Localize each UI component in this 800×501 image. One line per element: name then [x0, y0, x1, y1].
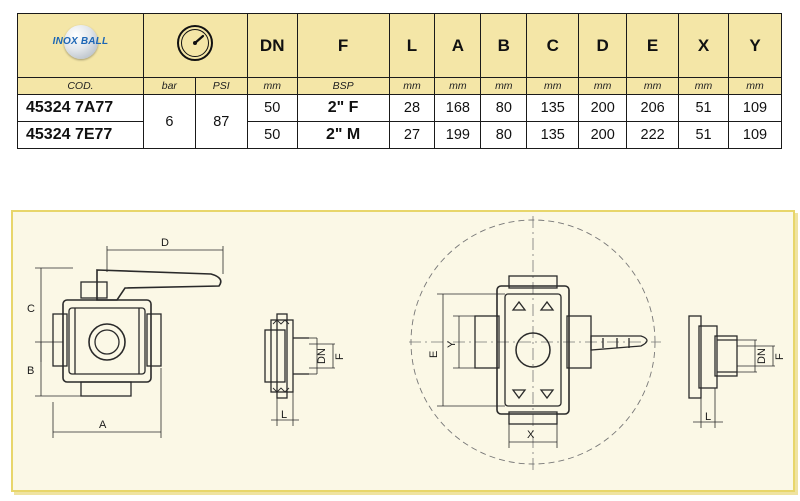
- dim-label-d: D: [161, 237, 169, 249]
- x-cell: 51: [678, 94, 729, 122]
- header-a: A: [434, 13, 482, 78]
- technical-drawing: D C B A L DN F E Y X L DN F: [27, 216, 786, 474]
- y-cell: 109: [727, 121, 783, 149]
- pressure-gauge-icon: [177, 25, 214, 61]
- d-cell: 200: [578, 94, 628, 122]
- l-cell: 27: [388, 121, 436, 149]
- dim-label-e: E: [428, 351, 440, 358]
- unit-dn: mm: [246, 77, 298, 95]
- pressure-header: [142, 13, 248, 78]
- unit-b: mm: [480, 77, 528, 95]
- unit-f: BSP: [296, 77, 390, 95]
- y-cell: 109: [727, 94, 783, 122]
- table-row: 45324 7E77 50 2" M 27 199 80 135 200 222…: [17, 121, 783, 149]
- spec-table: INOX BALL DN F L A B C D E X Y COD. bar …: [17, 13, 783, 149]
- x-cell: 51: [678, 121, 729, 149]
- dim-label-f2: F: [774, 353, 786, 360]
- header-row: INOX BALL DN F L A B C D E X Y: [17, 13, 783, 78]
- code-cell: 45324 7A77: [17, 94, 144, 122]
- dim-label-x: X: [527, 429, 535, 441]
- c-cell: 135: [526, 121, 580, 149]
- header-d: D: [578, 13, 628, 78]
- header-y: Y: [727, 13, 783, 78]
- technical-drawing-panel: D C B A L DN F E Y X L DN F: [11, 210, 795, 492]
- header-c: C: [526, 13, 580, 78]
- unit-cod: COD.: [17, 77, 144, 95]
- ball-icon: [64, 25, 99, 59]
- dim-label-dn2: DN: [756, 348, 768, 364]
- f-cell: 2" F: [296, 94, 390, 122]
- a-cell: 199: [434, 121, 482, 149]
- inox-ball-logo: INOX BALL: [40, 23, 120, 63]
- unit-c: mm: [526, 77, 580, 95]
- units-row: COD. bar PSI mm BSP mm mm mm mm mm mm mm…: [17, 77, 783, 95]
- code-cell: 45324 7E77: [17, 121, 144, 149]
- a-cell: 168: [434, 94, 482, 122]
- dim-label-a: A: [99, 419, 107, 431]
- header-l: L: [388, 13, 436, 78]
- unit-bar: bar: [142, 77, 196, 95]
- logo-cell: INOX BALL: [17, 13, 144, 78]
- header-b: B: [480, 13, 528, 78]
- valve-top-view: [474, 275, 648, 425]
- female-connector-view: [264, 313, 309, 399]
- unit-x: mm: [678, 77, 729, 95]
- male-connector-view: [688, 315, 738, 399]
- valve-front-view: [52, 269, 222, 397]
- unit-y: mm: [727, 77, 783, 95]
- dim-label-c: C: [27, 303, 35, 315]
- e-cell: 222: [626, 121, 680, 149]
- l-cell: 28: [388, 94, 436, 122]
- b-cell: 80: [480, 94, 528, 122]
- f-cell: 2" M: [296, 121, 390, 149]
- header-x: X: [678, 13, 729, 78]
- unit-psi: PSI: [194, 77, 248, 95]
- header-f: F: [296, 13, 390, 78]
- table-row: 45324 7A77 6 87 50 2" F 28 168 80 135 20…: [17, 94, 783, 149]
- header-dn: DN: [246, 13, 298, 78]
- unit-l: mm: [388, 77, 436, 95]
- dim-label-l2: L: [705, 411, 711, 423]
- unit-a: mm: [434, 77, 482, 95]
- dn-cell: 50: [246, 94, 298, 122]
- bar-cell: 6: [142, 94, 196, 149]
- dim-label-f1: F: [334, 353, 346, 360]
- unit-e: mm: [626, 77, 680, 95]
- psi-cell: 87: [194, 94, 248, 149]
- logo-text: INOX BALL: [52, 36, 109, 47]
- dim-label-dn1: DN: [316, 348, 328, 364]
- dim-label-b: B: [27, 365, 34, 377]
- dn-cell: 50: [246, 121, 298, 149]
- dim-label-y: Y: [446, 340, 458, 348]
- e-cell: 206: [626, 94, 680, 122]
- header-e: E: [626, 13, 680, 78]
- dim-label-l1: L: [281, 409, 287, 421]
- c-cell: 135: [526, 94, 580, 122]
- d-cell: 200: [578, 121, 628, 149]
- unit-d: mm: [578, 77, 628, 95]
- b-cell: 80: [480, 121, 528, 149]
